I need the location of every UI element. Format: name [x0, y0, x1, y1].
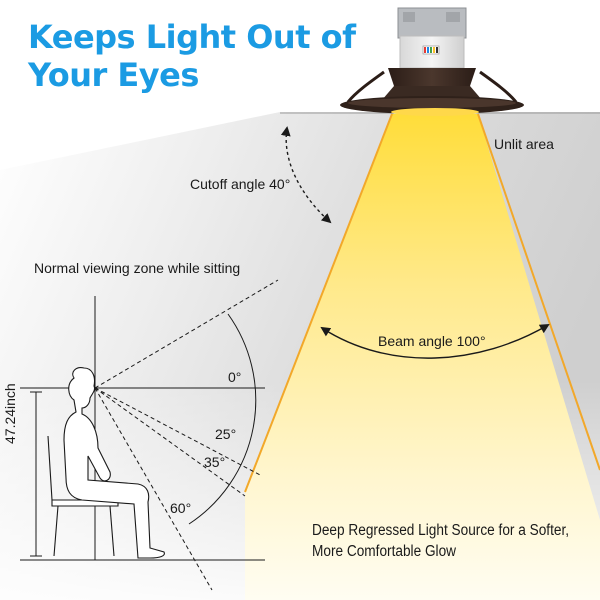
viewing-zone-label: Normal viewing zone while sitting: [34, 260, 241, 276]
beam-angle-arrow: [320, 324, 550, 359]
caption: Deep Regressed Light Source for a Softer…: [312, 520, 569, 562]
caption-line-1: Deep Regressed Light Source for a Softer…: [312, 522, 570, 539]
beam-edge-left: [244, 113, 393, 493]
cutoff-angle-arrow: [280, 126, 332, 224]
sightline-60: [94, 387, 213, 591]
unlit-area-label: Unlit area: [494, 136, 554, 152]
headline: Keeps Light Out of Your Eyes: [28, 18, 356, 94]
junction-box-knockout: [446, 12, 460, 22]
spring-clip-left: [346, 70, 385, 103]
light-source: [391, 108, 479, 116]
sightline-upper: [94, 279, 279, 389]
spring-clip-right: [479, 70, 518, 103]
seated-person-figure: [47, 367, 165, 559]
caption-line-2: More Comfortable Glow: [312, 543, 457, 560]
ceiling-top: [0, 0, 600, 112]
height-dimension-label: 47.24inch: [2, 383, 18, 444]
light-beam: [245, 114, 600, 600]
cutoff-angle-label: Cutoff angle 40°: [190, 176, 291, 192]
person-outline: [63, 367, 165, 559]
beam-angle-label: Beam angle 100°: [378, 333, 486, 349]
junction-box-knockout: [403, 12, 415, 22]
trim-flange-highlight: [348, 98, 516, 108]
angle-35-label: 35°: [204, 454, 226, 470]
downlight-fixture: [340, 7, 524, 116]
viewing-arc: [188, 313, 257, 525]
angle-25-label: 25°: [215, 426, 237, 442]
headline-line-2: Your Eyes: [28, 56, 199, 94]
chair-leg-back: [53, 505, 59, 557]
beam-edge-right: [477, 113, 600, 471]
angle-60-label: 60°: [170, 500, 192, 516]
trim-upper: [388, 68, 476, 86]
angle-0-label: 0°: [228, 369, 242, 385]
sightline-25: [94, 387, 263, 477]
wiring-label-icon: [422, 45, 440, 55]
viewing-geometry: [20, 279, 279, 591]
sightline-35: [94, 387, 246, 497]
chair-leg-front: [109, 505, 115, 557]
chair-back: [47, 435, 60, 501]
headline-line-1: Keeps Light Out of: [28, 18, 356, 56]
